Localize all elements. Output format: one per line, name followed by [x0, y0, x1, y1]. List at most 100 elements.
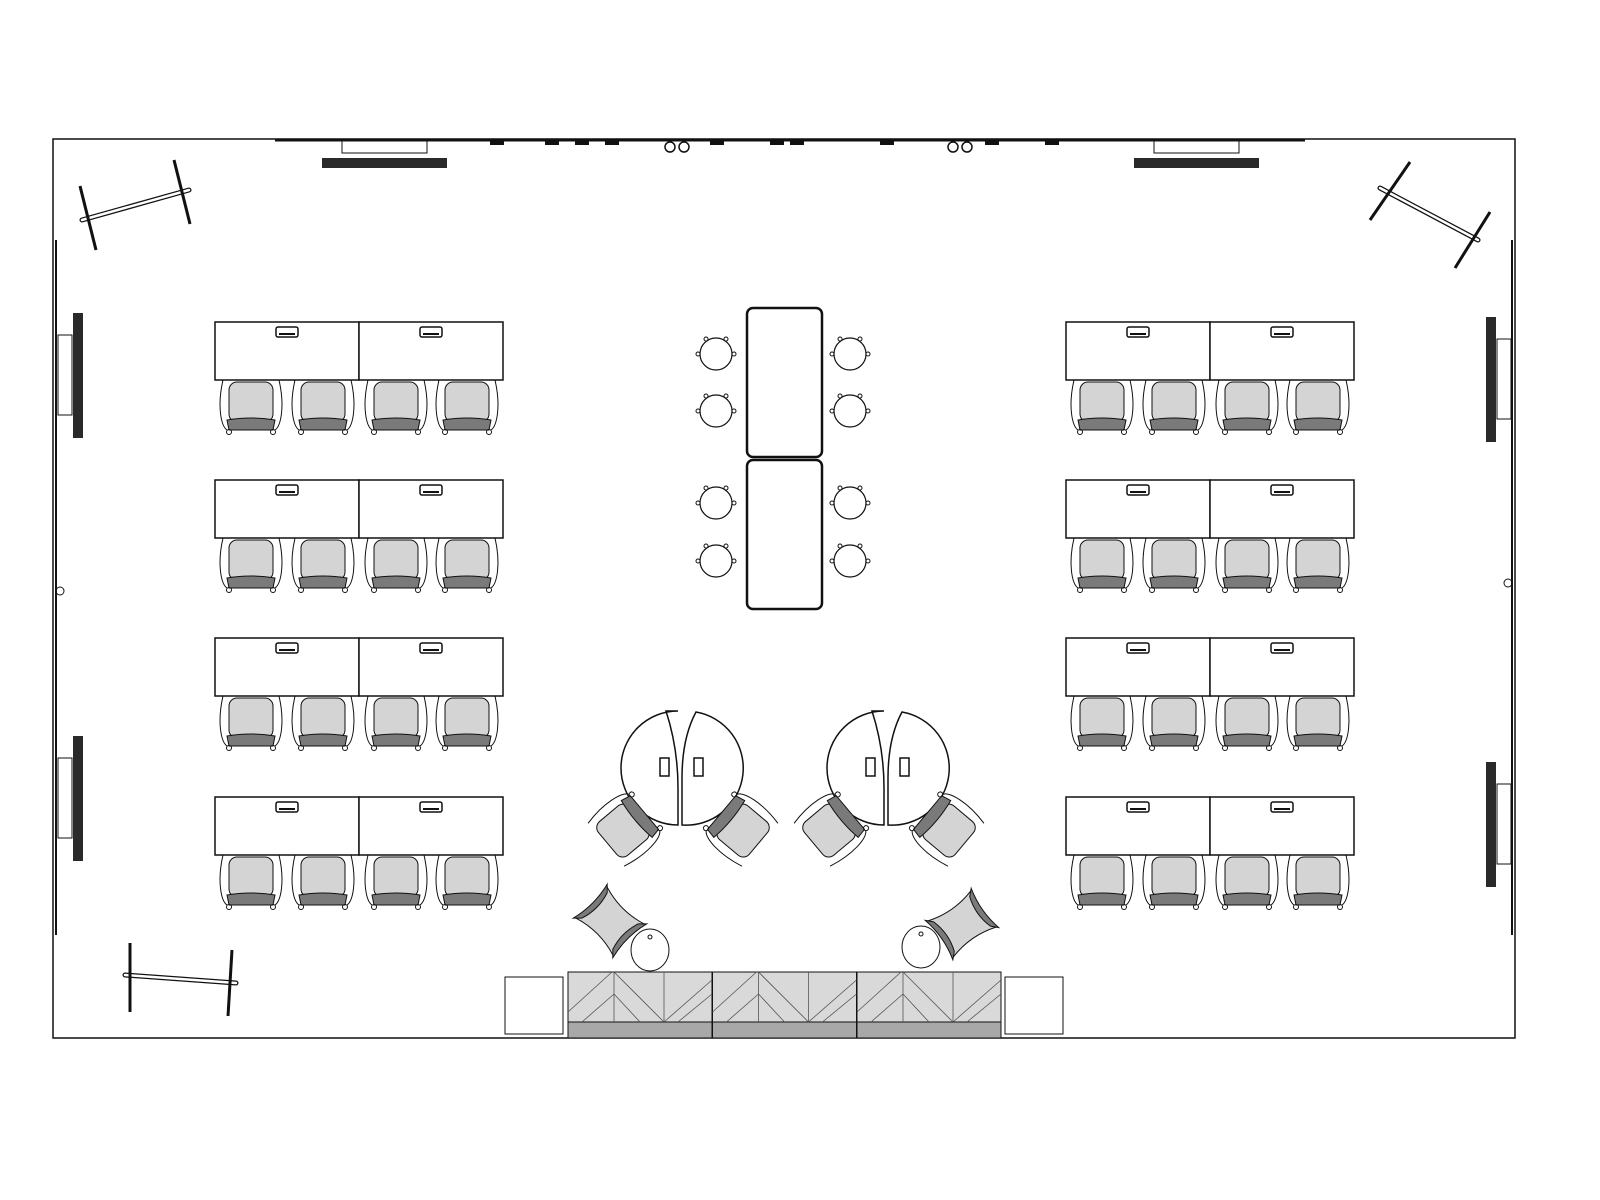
stand-bar-inner	[123, 973, 238, 985]
tripod-stand	[122, 943, 239, 1017]
chair	[364, 695, 428, 751]
stool	[695, 543, 737, 578]
stool-foot	[837, 336, 843, 342]
desk-row	[1065, 479, 1355, 593]
chair-caster	[834, 791, 841, 798]
chair-caster	[442, 587, 448, 593]
chair-caster	[1077, 745, 1083, 751]
sofa-section	[567, 971, 713, 1023]
chair-back	[442, 892, 492, 906]
stand-bar-inner	[80, 188, 191, 222]
stool-foot	[837, 393, 843, 399]
chair-seat	[1151, 697, 1197, 739]
chair-back	[1293, 417, 1343, 431]
stool-seat	[699, 486, 733, 520]
chair-caster	[1121, 904, 1127, 910]
chair-seat	[1295, 697, 1341, 739]
end-table	[504, 976, 564, 1035]
chair-caster	[1193, 429, 1199, 435]
chair-caster	[226, 429, 232, 435]
chair	[435, 854, 499, 910]
power-outlet	[275, 801, 299, 813]
chair	[1070, 854, 1134, 910]
side-table	[901, 925, 941, 969]
chair-arms	[1215, 854, 1279, 906]
chair-seat	[300, 856, 346, 898]
tv-screen	[1486, 762, 1496, 887]
stand-leg	[172, 159, 192, 225]
chair-seat	[300, 539, 346, 581]
power-outlet	[419, 484, 443, 496]
stool-seat	[833, 486, 867, 520]
stand-bar-inner	[1378, 186, 1480, 242]
stool-foot	[829, 408, 835, 414]
stool	[829, 543, 871, 578]
chair-caster	[226, 904, 232, 910]
chair-seat	[228, 539, 274, 581]
chair-back	[1293, 575, 1343, 589]
power-outlet	[1270, 484, 1294, 496]
chair-seat	[1224, 856, 1270, 898]
power-outlet	[659, 757, 670, 777]
wall-outlet	[605, 141, 619, 145]
power-outlet	[1126, 801, 1150, 813]
chair-back	[442, 417, 492, 431]
chair-seat	[1224, 697, 1270, 739]
chair-seat	[1295, 539, 1341, 581]
chair	[364, 854, 428, 910]
chair-caster	[415, 429, 421, 435]
chair	[291, 537, 355, 593]
half-round-table	[887, 711, 950, 826]
chair-arms	[1142, 379, 1206, 431]
desk-row	[1065, 321, 1355, 435]
chair-caster	[702, 825, 709, 832]
stool	[829, 393, 871, 428]
chair-caster	[371, 429, 377, 435]
chair	[1142, 854, 1206, 910]
chair-caster	[486, 745, 492, 751]
stool-foot	[829, 500, 835, 506]
chair-arms	[587, 793, 661, 867]
chair-caster	[298, 429, 304, 435]
stool-foot	[829, 351, 835, 357]
desk-row	[214, 637, 504, 751]
stand-leg	[1453, 211, 1492, 269]
tv-mount	[341, 140, 428, 154]
wall-port	[1503, 578, 1513, 588]
chair-caster	[415, 745, 421, 751]
chair-arms	[1286, 379, 1350, 431]
chair-back	[1149, 575, 1199, 589]
stool-foot	[731, 351, 737, 357]
stool	[695, 393, 737, 428]
stool-foot	[723, 393, 729, 399]
wall-port	[961, 141, 973, 153]
chair-seat	[444, 539, 490, 581]
chair-seat	[300, 381, 346, 423]
chair	[1142, 379, 1206, 435]
desk-row	[1065, 637, 1355, 751]
chair-arms	[364, 695, 428, 747]
chair	[1286, 537, 1350, 593]
desk-row	[214, 479, 504, 593]
chair	[219, 854, 283, 910]
chair-back	[826, 795, 866, 839]
chair-caster	[863, 825, 870, 832]
stool	[829, 336, 871, 371]
chair-caster	[415, 587, 421, 593]
chair-caster	[1077, 904, 1083, 910]
chair-caster	[1121, 429, 1127, 435]
sofa-back	[567, 1021, 713, 1039]
chair-caster	[226, 587, 232, 593]
end-table	[1004, 976, 1064, 1035]
chair	[1215, 854, 1279, 910]
center-table	[745, 458, 824, 611]
stool-seat	[699, 394, 733, 428]
stool-foot	[837, 543, 843, 549]
side-table-port	[918, 931, 924, 937]
chair	[1286, 695, 1350, 751]
chair-caster	[1266, 745, 1272, 751]
chair-caster	[270, 587, 276, 593]
chair-seat	[1151, 856, 1197, 898]
stool-seat	[833, 394, 867, 428]
tv-screen	[1134, 158, 1259, 168]
